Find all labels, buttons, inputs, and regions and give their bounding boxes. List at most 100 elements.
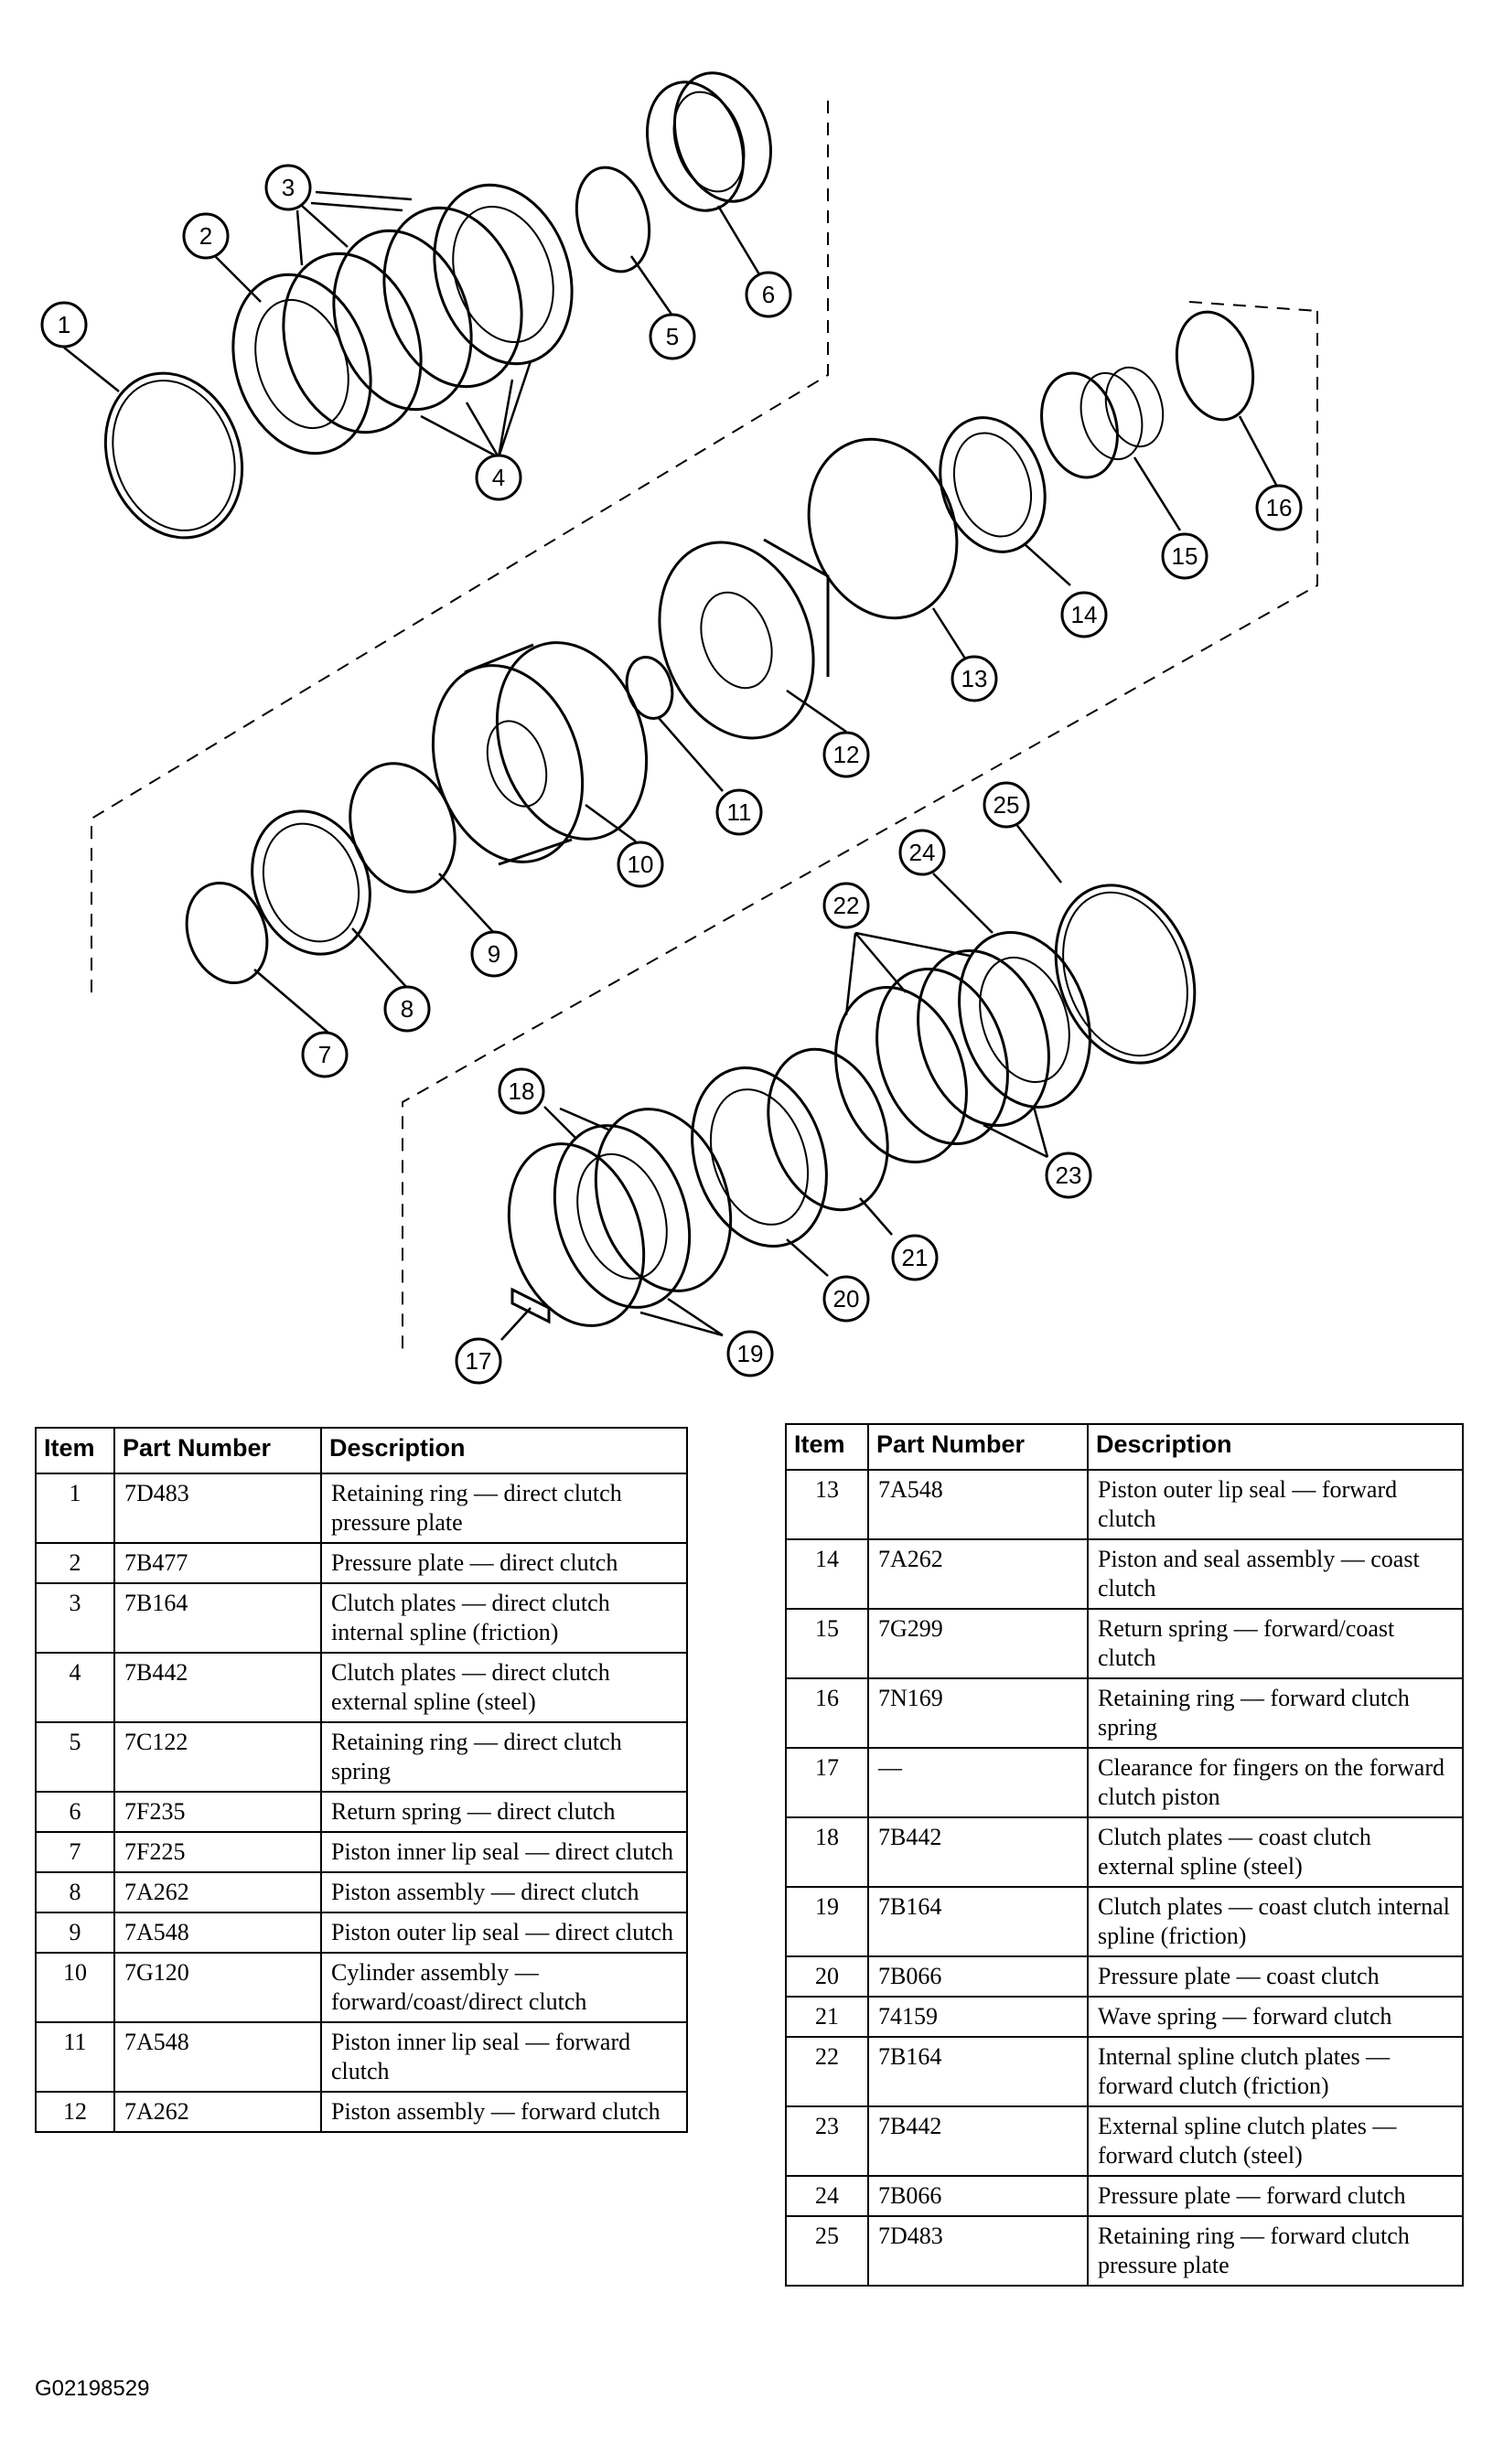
part-15-return-spring xyxy=(1040,366,1165,479)
part-number-cell: 7B066 xyxy=(867,1955,1089,1998)
callout-21: 21 xyxy=(891,1234,939,1281)
callout-19: 19 xyxy=(726,1330,774,1377)
part-9-outer-lip-seal xyxy=(349,762,456,894)
callout-9: 9 xyxy=(470,930,518,978)
part-11-inner-lip-seal xyxy=(625,656,674,720)
item-cell: 8 xyxy=(35,1871,115,1913)
svg-text:18: 18 xyxy=(509,1077,535,1105)
part-13-outer-lip-seal xyxy=(807,437,959,620)
callout-16: 16 xyxy=(1255,484,1303,531)
svg-text:23: 23 xyxy=(1056,1162,1082,1189)
part-number-cell: 7G299 xyxy=(867,1608,1089,1679)
svg-text:25: 25 xyxy=(994,791,1020,819)
svg-text:11: 11 xyxy=(727,798,752,826)
svg-text:4: 4 xyxy=(492,464,505,491)
svg-text:21: 21 xyxy=(902,1244,929,1271)
callout-14: 14 xyxy=(1060,591,1108,638)
item-cell: 17 xyxy=(785,1747,869,1818)
description-cell: Retaining ring — direct clutch pressure … xyxy=(320,1473,688,1544)
description-cell: Return spring — forward/coast clutch xyxy=(1087,1608,1464,1679)
part-number-cell: 7A262 xyxy=(113,2091,322,2133)
part-number-cell: 7F235 xyxy=(113,1791,322,1833)
part-number-cell: — xyxy=(867,1747,1089,1818)
description-cell: External spline clutch plates — forward … xyxy=(1087,2105,1464,2177)
description-cell: Clutch plates — coast clutch internal sp… xyxy=(1087,1886,1464,1957)
callout-4: 4 xyxy=(475,454,522,501)
table-header-row: Item Part Number Description xyxy=(35,1427,688,1474)
description-cell: Clutch plates — coast clutch external sp… xyxy=(1087,1816,1464,1888)
header-part-number: Part Number xyxy=(113,1427,322,1474)
part-number-cell: 7F225 xyxy=(113,1831,322,1873)
part-1-retaining-ring xyxy=(103,371,244,540)
part-7-inner-lip-seal xyxy=(185,881,269,985)
assembly-outline-right xyxy=(1188,301,1318,312)
svg-text:13: 13 xyxy=(961,665,988,692)
description-cell: Clutch plates — direct clutch external s… xyxy=(320,1652,688,1723)
svg-text:9: 9 xyxy=(488,940,500,968)
part-number-cell: 7B442 xyxy=(867,1816,1089,1888)
callout-8: 8 xyxy=(383,985,431,1033)
svg-text:24: 24 xyxy=(909,839,936,866)
part-number-cell: 7A262 xyxy=(113,1871,322,1913)
description-cell: Piston outer lip seal — forward clutch xyxy=(1087,1469,1464,1540)
part-number-cell: 7A548 xyxy=(867,1469,1089,1540)
part-number-cell: 74159 xyxy=(867,1996,1089,2038)
item-cell: 5 xyxy=(35,1721,115,1793)
description-cell: Piston and seal assembly — coast clutch xyxy=(1087,1538,1464,1610)
svg-text:12: 12 xyxy=(833,741,860,768)
item-cell: 6 xyxy=(35,1791,115,1833)
description-cell: Piston inner lip seal — direct clutch xyxy=(320,1831,688,1873)
part-17-clearance xyxy=(510,1287,551,1324)
item-cell: 4 xyxy=(35,1652,115,1723)
callout-12: 12 xyxy=(822,731,870,778)
svg-text:7: 7 xyxy=(318,1041,331,1068)
part-21-wave-spring xyxy=(767,1047,889,1212)
part-6-return-spring xyxy=(645,71,773,212)
item-cell: 15 xyxy=(785,1608,869,1679)
item-cell: 10 xyxy=(35,1952,115,2023)
callout-11: 11 xyxy=(715,788,763,836)
svg-text:19: 19 xyxy=(737,1340,764,1367)
description-cell: Pressure plate — coast clutch xyxy=(1087,1955,1464,1998)
svg-text:10: 10 xyxy=(628,851,654,878)
description-cell: Return spring — direct clutch xyxy=(320,1791,688,1833)
item-cell: 25 xyxy=(785,2215,869,2287)
part-25-retaining-ring xyxy=(1054,884,1197,1065)
description-cell: Retaining ring — direct clutch spring xyxy=(320,1721,688,1793)
assembly-outline-upper xyxy=(91,101,829,997)
header-part-number: Part Number xyxy=(867,1423,1089,1471)
header-item: Item xyxy=(785,1423,869,1471)
item-cell: 11 xyxy=(35,2021,115,2093)
part-10-cylinder-assembly xyxy=(431,641,649,866)
description-cell: Piston inner lip seal — forward clutch xyxy=(320,2021,688,2093)
svg-text:22: 22 xyxy=(833,892,860,919)
part-14-piston-and-seal xyxy=(939,416,1047,553)
table-row: 17—Clearance for fingers on the forward … xyxy=(785,1747,1464,1818)
part-number-cell: 7B164 xyxy=(113,1582,322,1654)
item-cell: 9 xyxy=(35,1912,115,1954)
callout-17: 17 xyxy=(455,1337,502,1385)
description-cell: Clearance for fingers on the forward clu… xyxy=(1087,1747,1464,1818)
part-3-4-direct-clutch-plates xyxy=(282,183,574,434)
callout-1: 1 xyxy=(40,301,88,348)
callout-2: 2 xyxy=(182,212,230,260)
description-cell: Retaining ring — forward clutch pressure… xyxy=(1087,2215,1464,2287)
part-number-cell: 7A548 xyxy=(113,1912,322,1954)
callout-3: 3 xyxy=(264,164,312,211)
